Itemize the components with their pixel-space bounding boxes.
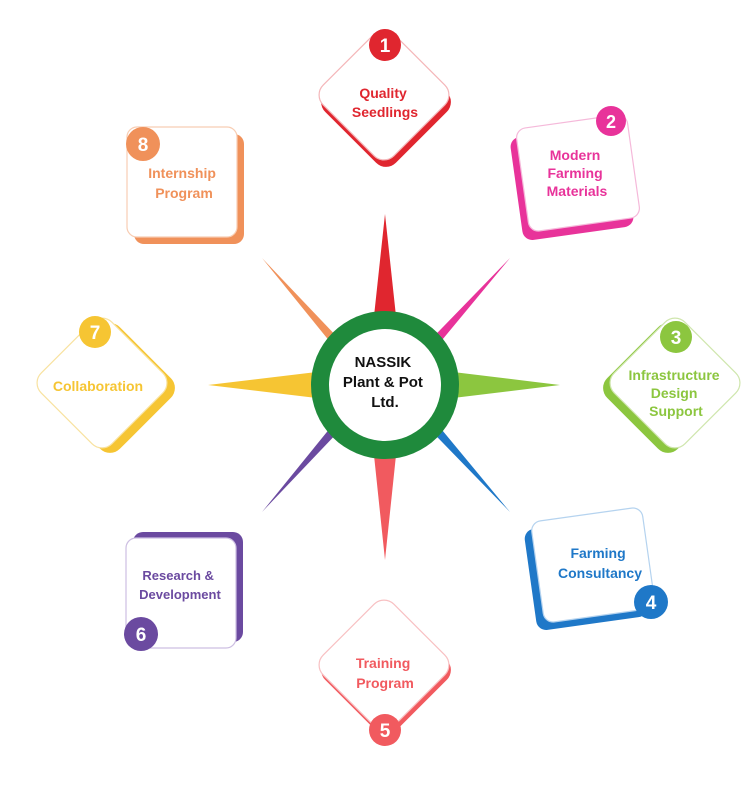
item-infrastructure-design-support: 3 Infrastructure Design Support bbox=[603, 317, 741, 453]
item-modern-farming-materials: 2 Modern Farming Materials bbox=[510, 106, 640, 240]
item-8-label-line-2: Program bbox=[155, 185, 213, 201]
number-2: 2 bbox=[606, 112, 616, 132]
svg-text:Infrastructure Design: Infrastructure Design Support bbox=[629, 367, 724, 419]
number-badge-5 bbox=[369, 714, 401, 746]
number-8: 8 bbox=[138, 135, 149, 156]
item-4-label-line-2: Consultancy bbox=[558, 565, 642, 581]
item-6-label-line-1: Research & bbox=[142, 568, 214, 583]
item-internship-program: 8 Internship Program bbox=[126, 126, 244, 244]
number-badge-6 bbox=[124, 617, 158, 651]
number-badge-2 bbox=[596, 106, 626, 136]
number-badge-4 bbox=[634, 585, 668, 619]
number-badge-8 bbox=[126, 127, 160, 161]
center-title-line-2: Plant & Pot bbox=[343, 374, 423, 391]
item-research-development: 6 Research & Development bbox=[124, 532, 243, 651]
number-badge-7 bbox=[79, 316, 111, 348]
number-badge-1 bbox=[369, 29, 401, 61]
svg-text:Farming Consultancy: Farming Consultancy bbox=[558, 545, 642, 581]
item-7-label-line-1: Collaboration bbox=[53, 378, 143, 394]
number-3: 3 bbox=[671, 328, 682, 349]
item-1-label-line-1: Quality bbox=[359, 85, 407, 101]
number-4: 4 bbox=[646, 593, 657, 614]
item-5-label-line-2: Program bbox=[356, 675, 414, 691]
svg-text:NASSIK Plant & Pot: NASSIK Plant & Pot Ltd. bbox=[343, 354, 427, 411]
item-5-label-line-1: Training bbox=[356, 655, 410, 671]
svg-text:Quality Seedlings: Quality Seedlings bbox=[352, 85, 418, 120]
svg-text:Internship Program: Internship Program bbox=[148, 165, 220, 201]
item-6-label-line-2: Development bbox=[139, 587, 221, 602]
item-8-label-line-1: Internship bbox=[148, 165, 216, 181]
item-2-label-line-3: Materials bbox=[547, 183, 608, 199]
item-farming-consultancy: 4 Farming Consultancy bbox=[524, 507, 668, 631]
number-6: 6 bbox=[136, 625, 147, 646]
svg-text:Research & Development: Research & Development bbox=[139, 568, 221, 602]
number-5: 5 bbox=[380, 721, 391, 742]
item-training-program: 5 Training Program bbox=[318, 599, 451, 746]
item-1-label-line-2: Seedlings bbox=[352, 104, 418, 120]
item-collaboration: 7 Collaboration bbox=[36, 316, 175, 453]
center-title-line-1: NASSIK bbox=[355, 354, 412, 371]
item-4-label-line-1: Farming bbox=[570, 545, 625, 561]
center-title-line-3: Ltd. bbox=[371, 394, 399, 411]
svg-text:Training Program: Training Program bbox=[356, 655, 414, 691]
svg-text:Collaboration: Collaboration bbox=[53, 378, 143, 394]
item-3-label-line-2: Design bbox=[651, 385, 698, 401]
center-hub: NASSIK Plant & Pot Ltd. bbox=[311, 311, 459, 459]
item-3-label-line-3: Support bbox=[649, 403, 703, 419]
item-2-label-line-2: Farming bbox=[547, 165, 602, 181]
item-3-label-line-1: Infrastructure bbox=[629, 367, 720, 383]
number-badge-3 bbox=[660, 321, 692, 353]
number-1: 1 bbox=[380, 36, 391, 57]
number-7: 7 bbox=[90, 323, 101, 344]
item-2-label-line-1: Modern bbox=[550, 147, 601, 163]
item-quality-seedlings: 1 Quality Seedlings bbox=[318, 29, 451, 167]
svg-text:Modern Farming Mat: Modern Farming Materials bbox=[547, 147, 608, 199]
